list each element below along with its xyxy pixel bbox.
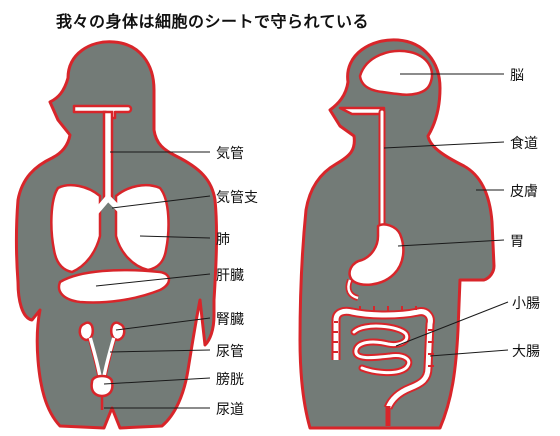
leader-bronchi bbox=[111, 195, 211, 209]
leader-lungs bbox=[139, 235, 211, 239]
diagram-title: 我々の身体は細胞のシートで守られている bbox=[56, 12, 370, 31]
leader-large-intestine bbox=[429, 349, 509, 357]
leader-lines bbox=[95, 73, 509, 409]
left-ureters-lining bbox=[87, 337, 117, 379]
right-figure bbox=[298, 38, 496, 430]
right-small-intestine-inner bbox=[352, 324, 411, 375]
left-figure bbox=[15, 40, 219, 430]
leader-stomach bbox=[397, 239, 505, 247]
label-esophagus: 食道 bbox=[510, 136, 538, 152]
label-bronchi: 気管支 bbox=[216, 190, 258, 206]
right-stomach bbox=[348, 223, 405, 287]
leader-bladder bbox=[103, 377, 211, 385]
leader-liver bbox=[95, 273, 211, 287]
right-brain bbox=[358, 49, 434, 96]
label-brain: 脳 bbox=[510, 68, 524, 84]
leader-kidneys bbox=[115, 317, 211, 331]
left-kidney-right bbox=[110, 321, 126, 342]
left-bronchi bbox=[93, 195, 125, 215]
label-lungs: 肺 bbox=[216, 232, 230, 248]
left-kidney-left bbox=[78, 321, 94, 342]
left-lung-right bbox=[114, 184, 170, 272]
right-large-intestine-haustra bbox=[332, 306, 434, 367]
left-liver bbox=[57, 268, 171, 304]
label-bladder: 膀胱 bbox=[216, 372, 244, 388]
label-ureter: 尿管 bbox=[216, 344, 244, 360]
label-kidneys: 腎臓 bbox=[216, 312, 244, 328]
right-large-intestine-inner bbox=[333, 308, 433, 410]
leader-esophagus bbox=[383, 141, 505, 149]
label-trachea: 気管 bbox=[216, 146, 244, 162]
leader-small-intestine bbox=[395, 301, 509, 347]
left-lung-left bbox=[50, 184, 102, 274]
left-bladder bbox=[90, 374, 114, 398]
leader-ureter bbox=[109, 349, 211, 353]
label-skin: 皮膚 bbox=[510, 184, 538, 200]
left-trachea bbox=[102, 110, 114, 202]
right-duodenum-inner bbox=[347, 279, 359, 300]
label-stomach: 胃 bbox=[510, 234, 524, 250]
label-small-intestine: 小腸 bbox=[512, 296, 540, 312]
label-large-intestine: 大腸 bbox=[512, 344, 540, 360]
label-liver: 肝臓 bbox=[216, 268, 244, 284]
label-urethra: 尿道 bbox=[216, 402, 244, 418]
